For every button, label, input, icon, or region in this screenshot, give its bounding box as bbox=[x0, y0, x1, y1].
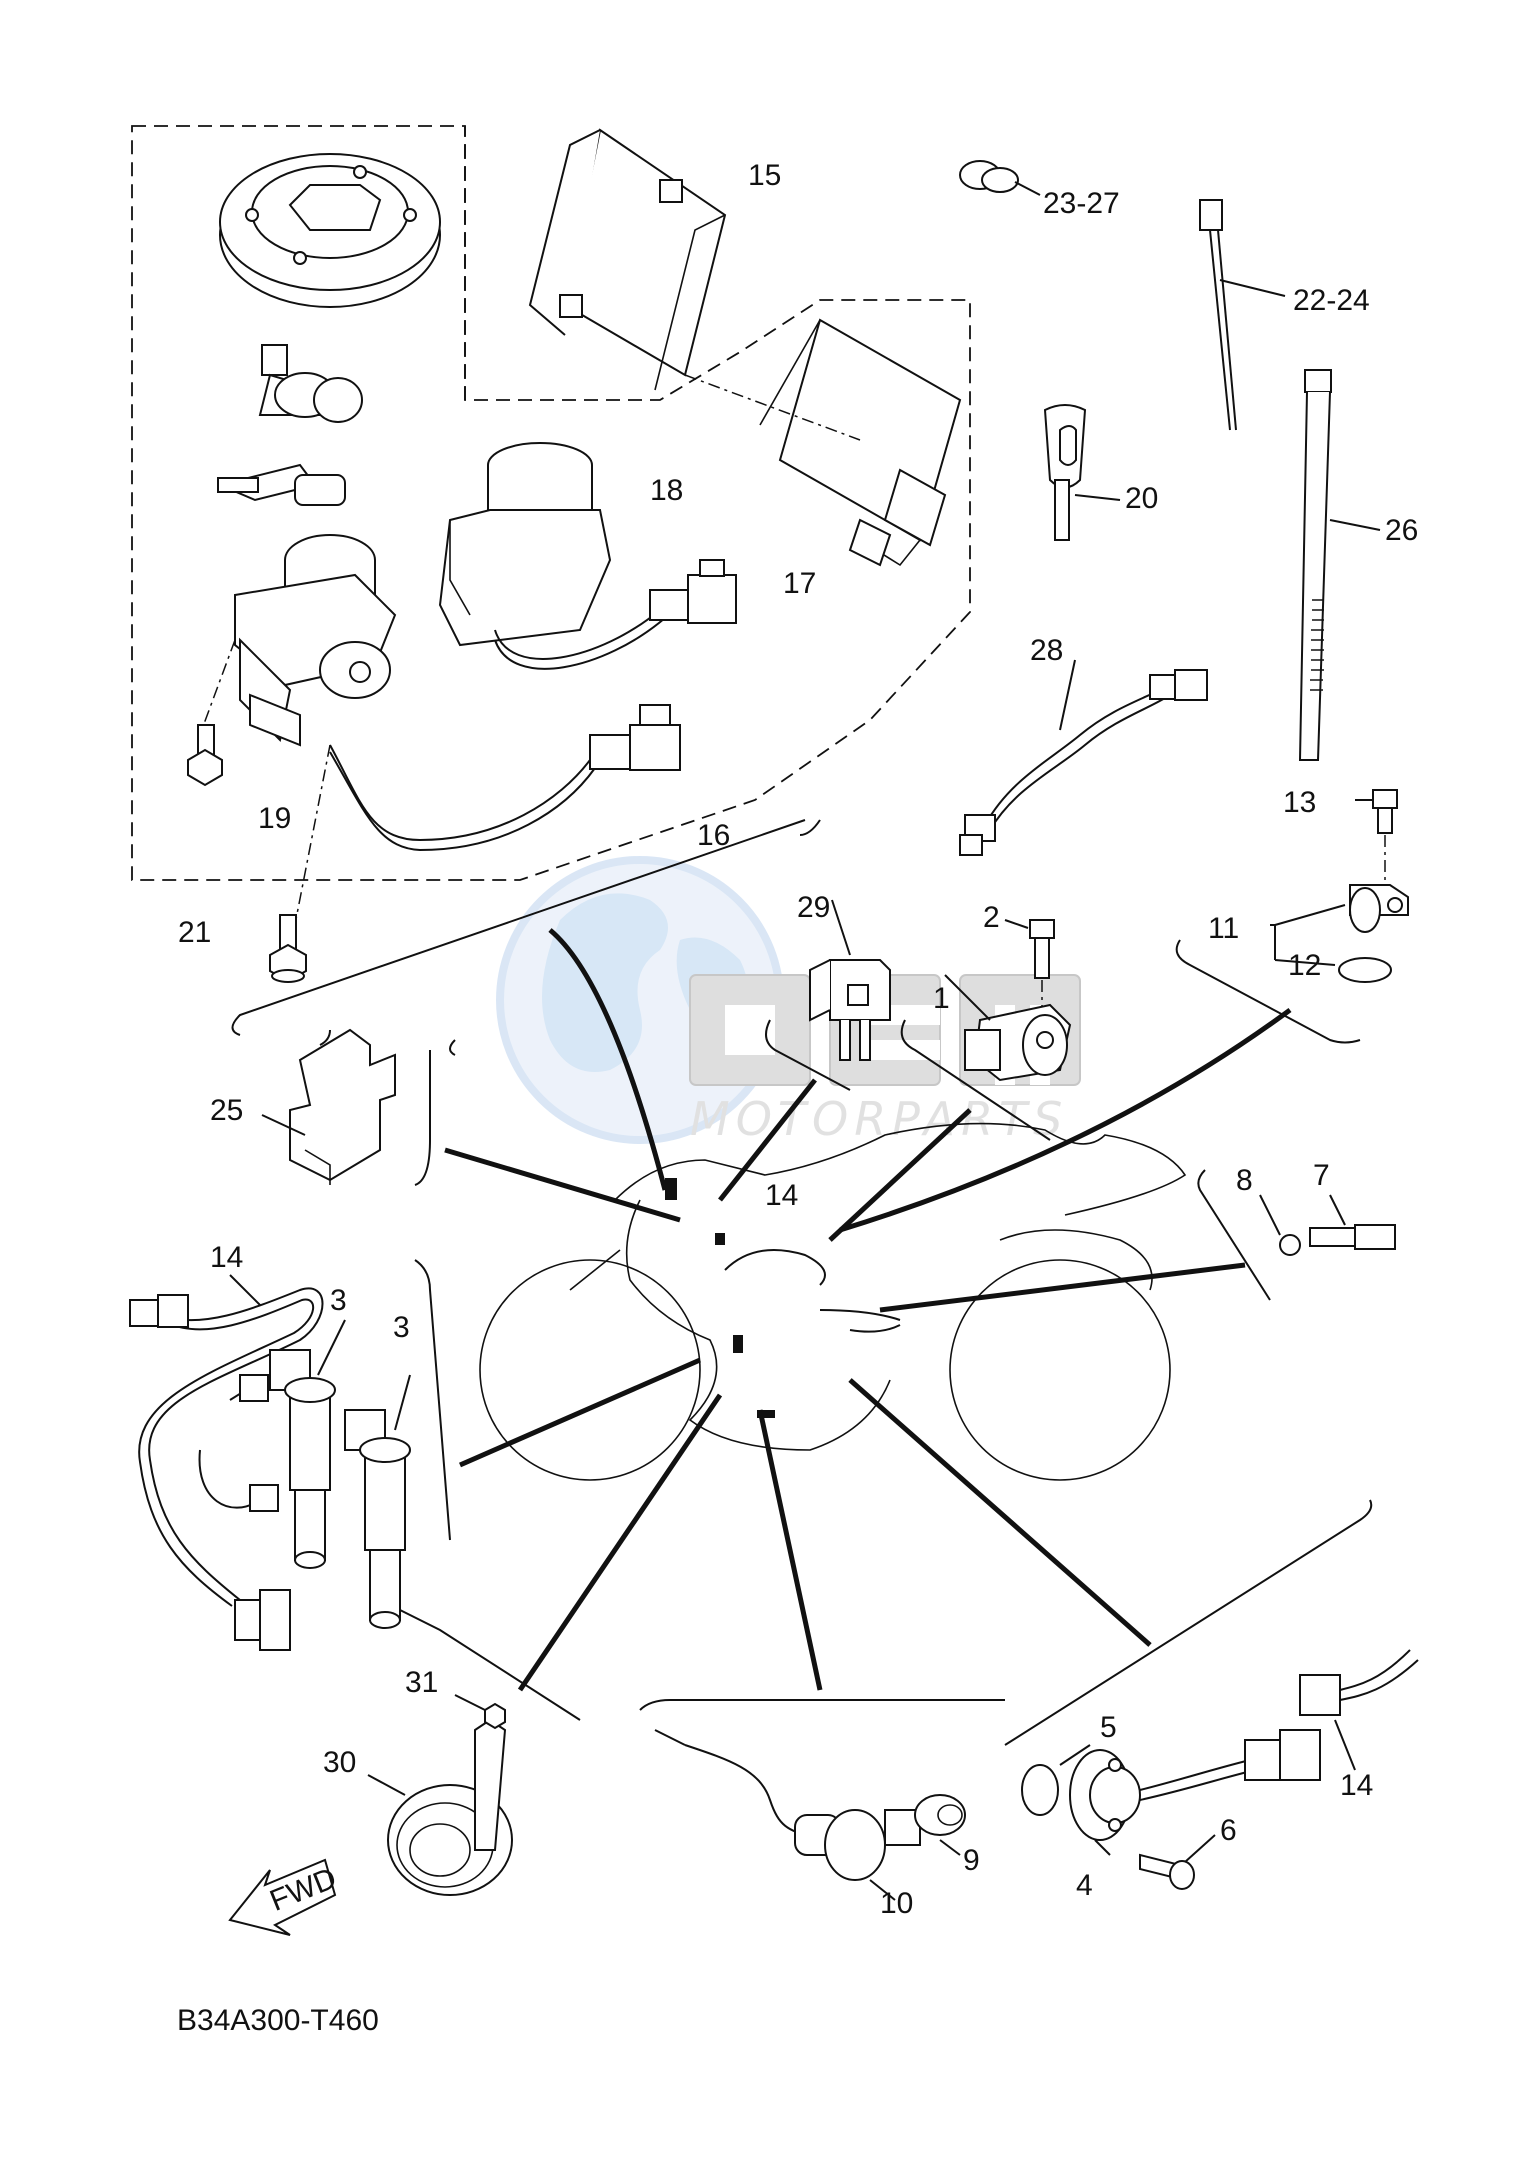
callout-23-27: 23-27 bbox=[1043, 187, 1120, 220]
callout-labels: 1 2 3 3 4 5 6 7 8 9 10 11 12 13 14 14 14… bbox=[178, 159, 1418, 1920]
callout-14-center: 14 bbox=[765, 1179, 798, 1212]
callout-25: 25 bbox=[210, 1094, 243, 1127]
o-ring-12 bbox=[1338, 957, 1392, 983]
callout-28: 28 bbox=[1030, 634, 1063, 667]
cable-tie-26 bbox=[1298, 369, 1332, 761]
lead-28 bbox=[959, 669, 1208, 856]
callout-4: 4 bbox=[1076, 1869, 1093, 1902]
cable-tie-22-24 bbox=[1199, 199, 1237, 431]
ecu-unit bbox=[528, 128, 727, 391]
callout-22-24: 22-24 bbox=[1293, 284, 1370, 317]
sensor-9 bbox=[884, 1794, 966, 1846]
callout-14-right: 14 bbox=[1340, 1769, 1373, 1802]
fuel-tank-cap bbox=[219, 153, 441, 308]
callout-16: 16 bbox=[697, 819, 730, 852]
sensor-4 bbox=[1069, 1729, 1321, 1841]
bolt-2 bbox=[1029, 919, 1055, 979]
immobilizer-relay-unit bbox=[759, 318, 962, 567]
callout-6: 6 bbox=[1220, 1814, 1237, 1847]
callout-10: 10 bbox=[880, 1887, 913, 1920]
o-ring-5 bbox=[1021, 1764, 1059, 1816]
callout-3a: 3 bbox=[330, 1284, 347, 1317]
sensor-10 bbox=[654, 1729, 886, 1881]
ignition-coil-a bbox=[269, 1349, 336, 1569]
callout-15: 15 bbox=[748, 159, 781, 192]
bolt-19 bbox=[187, 724, 223, 787]
relay-29 bbox=[809, 959, 891, 1061]
ignition-coil-b bbox=[344, 1409, 411, 1629]
group-brackets bbox=[231, 819, 1373, 1746]
key-20 bbox=[1043, 404, 1087, 541]
callout-19: 19 bbox=[258, 802, 291, 835]
callout-2: 2 bbox=[983, 901, 1000, 934]
main-switch-connector bbox=[589, 704, 681, 771]
washer-8 bbox=[1279, 1234, 1301, 1256]
callout-8: 8 bbox=[1236, 1164, 1253, 1197]
cap-lock-cylinder bbox=[258, 344, 363, 423]
location-leaders bbox=[444, 928, 1292, 1692]
callout-26: 26 bbox=[1385, 514, 1418, 547]
main-switch-lead bbox=[329, 744, 591, 842]
sub-harness-14-left bbox=[129, 1287, 324, 1651]
bolt-6 bbox=[1139, 1853, 1195, 1890]
callout-11: 11 bbox=[1208, 912, 1239, 945]
callout-7: 7 bbox=[1313, 1159, 1330, 1192]
callout-20: 20 bbox=[1125, 482, 1158, 515]
clip-23-27 bbox=[959, 160, 1019, 193]
main-switch-assembly bbox=[216, 463, 397, 747]
watermark-subtitle: MOTORPARTS bbox=[690, 1092, 1068, 1146]
callout-17: 17 bbox=[783, 567, 816, 600]
callout-12: 12 bbox=[1288, 949, 1321, 982]
sender-7 bbox=[1309, 1194, 1396, 1250]
immobilizer-unit bbox=[438, 442, 612, 647]
callout-1: 1 bbox=[933, 982, 950, 1015]
sensor-1 bbox=[964, 1003, 1072, 1082]
nut-31 bbox=[484, 1702, 506, 1730]
callout-14-left: 14 bbox=[210, 1241, 243, 1274]
callout-30: 30 bbox=[323, 1746, 356, 1779]
diagram-code: B34A300-T460 bbox=[177, 2004, 379, 2037]
bolt-21 bbox=[269, 914, 307, 983]
sensor-11 bbox=[1349, 884, 1409, 933]
fwd-arrow: FWD bbox=[228, 1858, 341, 1936]
callout-5: 5 bbox=[1100, 1711, 1117, 1744]
mount-points bbox=[665, 1178, 775, 1418]
lead-14-right bbox=[1299, 1649, 1419, 1716]
callout-29: 29 bbox=[797, 891, 830, 924]
callout-13: 13 bbox=[1283, 786, 1316, 819]
bracket-25 bbox=[289, 1028, 396, 1185]
callout-18: 18 bbox=[650, 474, 683, 507]
callout-3b: 3 bbox=[393, 1311, 410, 1344]
horn-30 bbox=[387, 1718, 513, 1896]
bolt-13 bbox=[1372, 789, 1398, 834]
immobilizer-connector bbox=[649, 559, 737, 624]
callout-31: 31 bbox=[405, 1666, 438, 1699]
callout-9: 9 bbox=[963, 1844, 980, 1877]
motorcycle-outline bbox=[479, 1122, 1187, 1481]
callout-21: 21 bbox=[178, 916, 211, 949]
